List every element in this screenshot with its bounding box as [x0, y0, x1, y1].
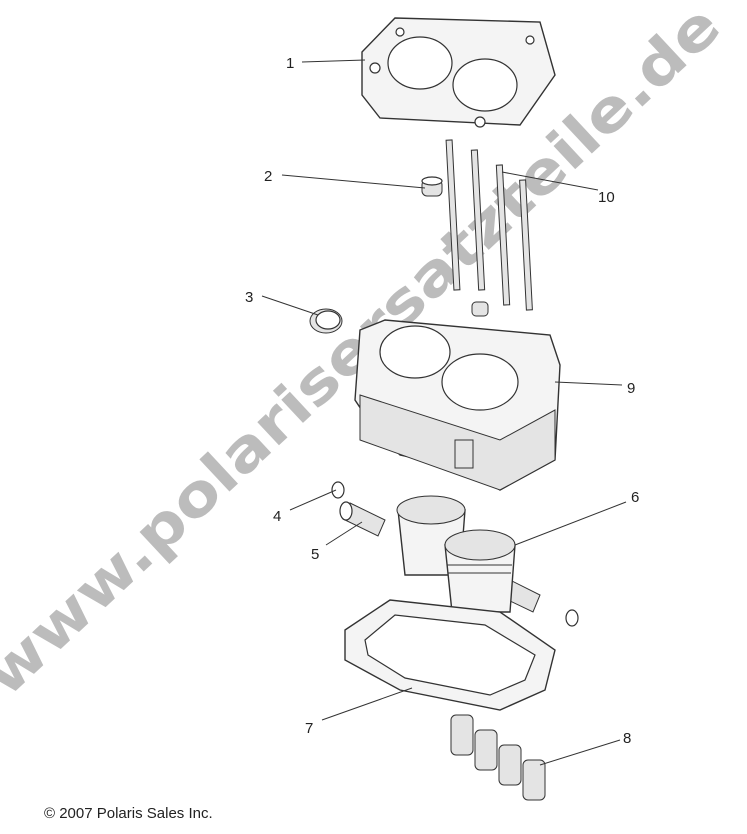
callout-3: 3 — [245, 289, 253, 306]
dowel-pin — [421, 176, 489, 317]
callout-9: 9 — [627, 380, 635, 397]
callout-7: 7 — [305, 720, 313, 737]
callout-1: 1 — [286, 55, 294, 72]
cylinder — [354, 319, 561, 491]
cylinder-studs — [445, 139, 533, 311]
plug — [309, 308, 343, 334]
callout-4: 4 — [273, 508, 281, 525]
callout-10: 10 — [598, 189, 615, 206]
callout-5: 5 — [311, 546, 319, 563]
callout-6: 6 — [631, 489, 639, 506]
leader-lines — [261, 59, 627, 766]
callout-2: 2 — [264, 168, 272, 185]
callout-8: 8 — [623, 730, 631, 747]
base-gasket — [344, 599, 556, 711]
copyright-notice: © 2007 Polaris Sales Inc. — [44, 805, 213, 822]
head-gasket — [361, 17, 556, 128]
pistons — [396, 495, 516, 613]
dowel-bushings — [450, 714, 546, 801]
